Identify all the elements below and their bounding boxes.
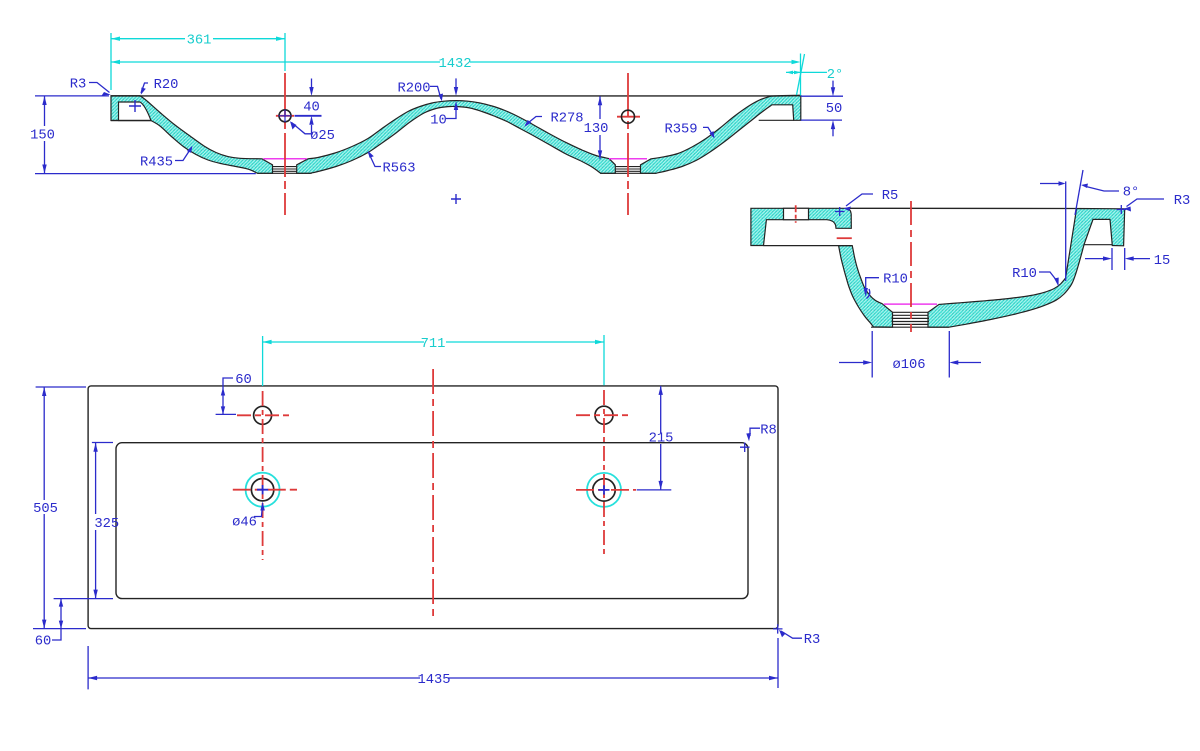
svg-text:R5: R5 [882,189,899,204]
svg-text:10: 10 [430,114,447,129]
svg-text:505: 505 [33,502,58,517]
svg-text:711: 711 [421,337,446,352]
svg-text:R3: R3 [70,78,87,93]
svg-text:ø25: ø25 [310,129,335,144]
svg-text:R435: R435 [140,156,173,171]
svg-text:R278: R278 [550,112,583,127]
svg-text:130: 130 [584,122,609,137]
svg-text:215: 215 [649,432,674,447]
svg-text:2°: 2° [827,68,844,83]
svg-text:60: 60 [235,373,252,388]
svg-text:R8: R8 [760,423,777,438]
svg-text:R200: R200 [397,81,430,96]
svg-text:8°: 8° [1123,186,1140,201]
svg-text:325: 325 [94,517,119,532]
svg-text:150: 150 [30,129,55,144]
svg-text:50: 50 [826,102,843,117]
svg-text:R10: R10 [883,273,908,288]
svg-text:R10: R10 [1012,267,1037,282]
svg-text:R3: R3 [1174,194,1191,209]
svg-text:R359: R359 [664,122,697,137]
svg-text:ø46: ø46 [232,515,257,530]
svg-text:60: 60 [35,635,52,650]
svg-text:40: 40 [303,101,320,116]
svg-text:15: 15 [1154,254,1171,269]
svg-text:1432: 1432 [438,57,471,72]
svg-text:1435: 1435 [417,673,450,688]
svg-text:ø106: ø106 [892,358,925,373]
svg-text:R563: R563 [382,162,415,177]
svg-text:R3: R3 [804,633,821,648]
svg-text:R20: R20 [154,78,179,93]
svg-text:361: 361 [187,34,212,49]
